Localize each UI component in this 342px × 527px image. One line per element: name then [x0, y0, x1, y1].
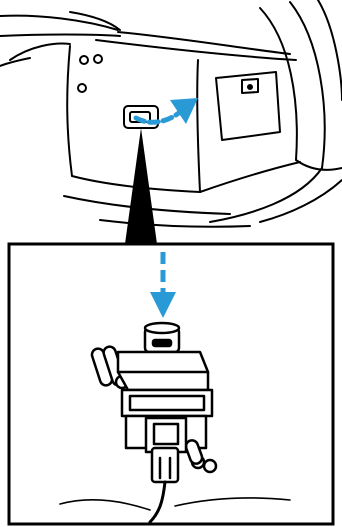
- vehicle-panel-view: [0, 0, 342, 227]
- fastener: [80, 56, 88, 64]
- fastener: [94, 55, 102, 63]
- socket-slot: [153, 340, 171, 346]
- pillar-line: [296, 160, 342, 170]
- latch-hole: [248, 85, 252, 89]
- body-band: [130, 396, 204, 410]
- contour-line: [0, 16, 118, 30]
- contour-line: [10, 44, 70, 60]
- contour-line: [0, 58, 30, 66]
- pillar-line: [260, 8, 297, 160]
- contour-line: [260, 180, 342, 222]
- panel-right-bottom: [200, 162, 300, 192]
- access-cover: [216, 72, 280, 140]
- panel-left-edge: [67, 46, 72, 176]
- panel-seam: [197, 60, 200, 192]
- pillar-line: [290, 2, 325, 168]
- contour-line: [0, 35, 120, 37]
- fastener: [78, 84, 86, 92]
- panel-top-edge: [118, 32, 290, 54]
- roller-end: [204, 460, 216, 472]
- socket-cap-top: [145, 323, 179, 333]
- terminal-block: [152, 448, 178, 482]
- plug-stem-window: [154, 424, 178, 444]
- contour-line: [100, 220, 250, 227]
